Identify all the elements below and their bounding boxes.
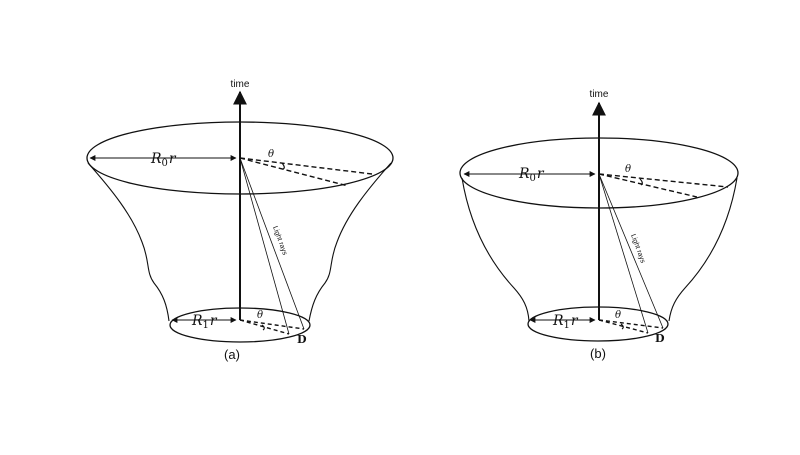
top-angle-line-1-a <box>239 157 373 175</box>
bowl-left-wall-b <box>461 177 530 322</box>
top-theta-label-b: θ <box>625 164 631 175</box>
light-rays-label-a: Light rays <box>271 225 288 256</box>
top-angle-line-1-b <box>598 173 729 188</box>
panel-caption-a: (a) <box>224 347 240 362</box>
top-angle-line-2-a <box>239 157 349 187</box>
bottom-radius-label-a: R1r <box>191 313 218 331</box>
top-angle-line-2-b <box>598 173 698 198</box>
bowl-right-wall-b <box>668 177 738 322</box>
bottom-angle-arc-b <box>620 323 624 330</box>
bottom-theta-label-b: θ <box>615 310 621 321</box>
light-rays-label-b: Light rays <box>629 233 646 264</box>
funnel-right-wall-a <box>308 162 392 322</box>
panel-a <box>86 90 394 343</box>
panel-caption-b: (b) <box>590 346 606 361</box>
top-angle-arc-a <box>281 162 285 170</box>
bottom-angle-line-2-a <box>239 319 290 335</box>
light-ray-1-b <box>598 173 649 334</box>
light-ray-2-a <box>239 157 305 330</box>
bottom-radius-label-b: R1r <box>552 313 579 331</box>
bottom-angle-line-2-b <box>598 319 649 334</box>
bottom-angle-line-1-a <box>239 319 305 330</box>
time-label-a: time <box>231 79 250 90</box>
top-theta-label-a: θ <box>268 149 274 160</box>
detector-label-b: D <box>655 332 665 345</box>
bottom-angle-arc-a <box>261 324 265 331</box>
bottom-theta-label-a: θ <box>257 310 263 321</box>
light-ray-2-b <box>598 173 664 329</box>
top-radius-label-a: R0r <box>150 151 177 169</box>
light-ray-1-a <box>239 157 290 335</box>
panel-b <box>459 101 739 342</box>
time-label-b: time <box>590 89 609 100</box>
top-radius-label-b: R0r <box>518 166 545 184</box>
detector-label-a: D <box>297 333 307 346</box>
bottom-angle-line-1-b <box>598 319 664 329</box>
top-angle-arc-b <box>639 178 643 186</box>
funnel-left-wall-a <box>87 162 170 322</box>
